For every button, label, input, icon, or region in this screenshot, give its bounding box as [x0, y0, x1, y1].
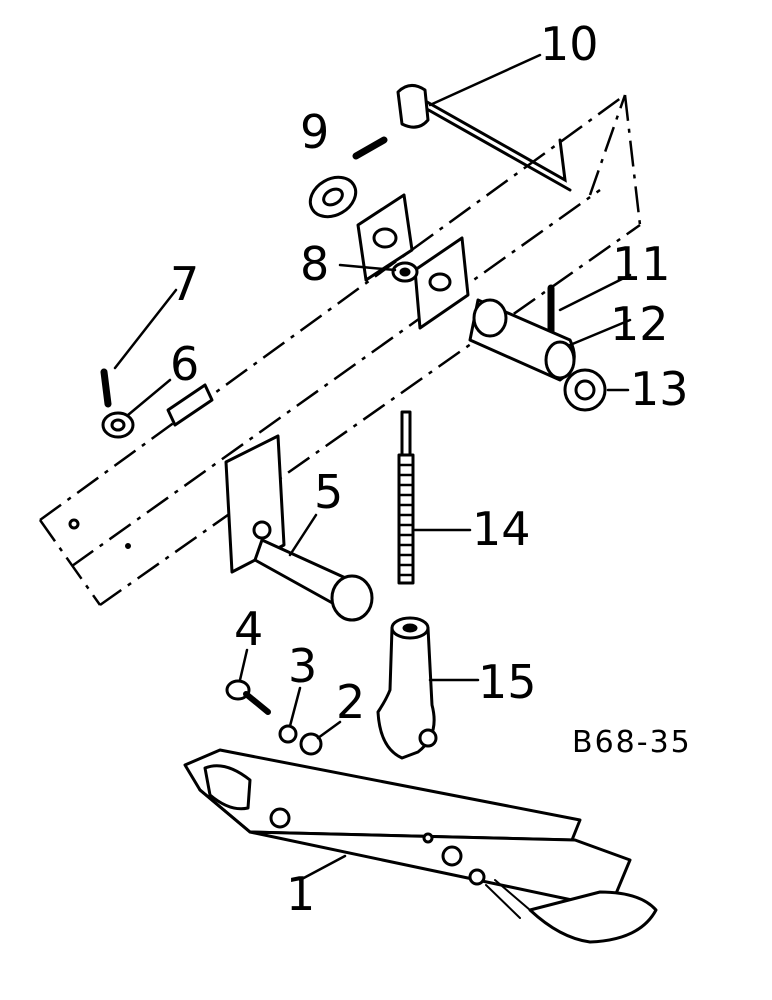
callout-11: 11 [612, 237, 671, 291]
lower-bracket [224, 434, 286, 574]
part-9-pin [352, 136, 388, 160]
part-15-tube [376, 616, 438, 760]
callout-5: 5 [314, 465, 343, 519]
callout-2: 2 [336, 675, 365, 729]
callout-15: 15 [478, 655, 537, 709]
part-7-pin [100, 368, 112, 408]
part-1-pedal-arm [183, 748, 658, 944]
upper-washer [308, 175, 358, 219]
callout-1: 1 [286, 867, 315, 921]
part-5-clevis-pin [253, 538, 374, 622]
part-4-bolt [225, 679, 271, 715]
callout-6: 6 [170, 337, 199, 391]
drawing-code: B68-35 [572, 725, 692, 760]
upper-bracket-right [413, 236, 470, 330]
part-13-washer [563, 368, 607, 412]
part-12-pivot-shaft [468, 298, 576, 382]
callout-3: 3 [288, 639, 317, 693]
callout-8: 8 [300, 237, 329, 291]
part-10-bent-rod [396, 84, 572, 192]
part-3-nut [278, 724, 298, 744]
callout-4: 4 [234, 602, 263, 656]
callout-13: 13 [630, 362, 689, 416]
callout-10: 10 [540, 17, 599, 71]
part-2-spacer [299, 732, 323, 756]
callout-12: 12 [610, 297, 669, 351]
callout-9: 9 [300, 105, 329, 159]
callout-7: 7 [170, 257, 199, 311]
part-8-bushing [391, 261, 419, 283]
callout-14: 14 [472, 502, 531, 556]
part-6-washer [101, 383, 214, 439]
leader-lines [113, 53, 632, 882]
upper-bracket-left [356, 193, 414, 282]
part-14-threaded-rod [397, 410, 415, 585]
